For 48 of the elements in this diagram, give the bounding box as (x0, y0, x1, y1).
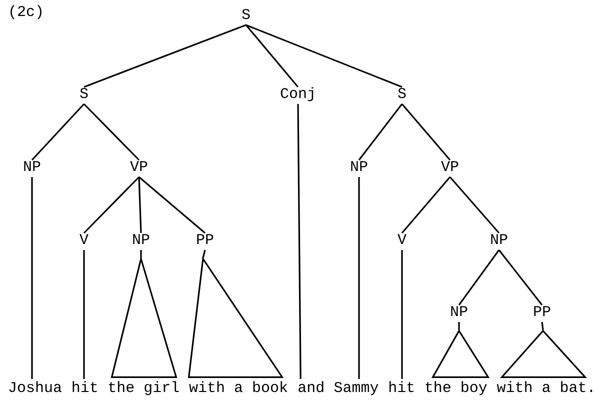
sentence-word: with a book (189, 381, 288, 397)
tree-branch-line (83, 103, 140, 161)
category-label: VP (130, 159, 148, 176)
tree-branch-line (246, 24, 402, 88)
tree-branch-line (458, 322, 460, 330)
tree-branch-line (458, 250, 500, 306)
tree-branch-line (138, 176, 206, 234)
category-label: Conj (280, 86, 316, 103)
tree-branch-line (245, 24, 299, 88)
category-label: V (80, 232, 88, 249)
tree-branch-line (401, 250, 403, 379)
tree-branch-line (140, 250, 142, 258)
tree-branch-line (83, 250, 85, 379)
category-label: NP (23, 159, 41, 176)
sentence-word: and (298, 380, 325, 397)
category-label: NP (350, 159, 368, 176)
tree-branch-line (83, 176, 140, 234)
tree-branch-line (358, 104, 403, 160)
tree-branch-line (401, 103, 451, 161)
sentence-word: hit (71, 380, 98, 397)
sentence-word: Joshua (8, 380, 62, 397)
category-label: NP (450, 304, 468, 321)
category-label: VP (441, 159, 459, 176)
category-label: S (80, 86, 88, 103)
category-label: S (398, 86, 406, 103)
tree-branch-line (31, 177, 33, 379)
category-label: PP (533, 304, 551, 321)
category-label: PP (196, 232, 214, 249)
tree-branch-line (31, 103, 85, 161)
tree-branch-line (541, 322, 544, 330)
tree-branch-line (84, 24, 246, 88)
tree-branch-line (138, 176, 142, 234)
tree-branch-line (297, 104, 302, 379)
example-number: (2c) (8, 4, 44, 22)
category-label: NP (490, 232, 508, 249)
sentence-word: Sammy (334, 380, 379, 397)
tree-branch-line (202, 250, 206, 258)
category-label: NP (132, 232, 150, 249)
tree-branch-line (449, 176, 500, 234)
tree-branch-line (358, 177, 360, 379)
category-label: V (398, 232, 406, 249)
tree-branch-line (401, 176, 451, 234)
sentence-word: the boy (424, 381, 488, 397)
sentence-word: hit (388, 380, 416, 397)
sentence-word: with a bat. (496, 381, 596, 397)
sentence-word: the girl (108, 381, 180, 397)
tree-branch-line (498, 250, 543, 306)
category-label: S (242, 7, 250, 24)
